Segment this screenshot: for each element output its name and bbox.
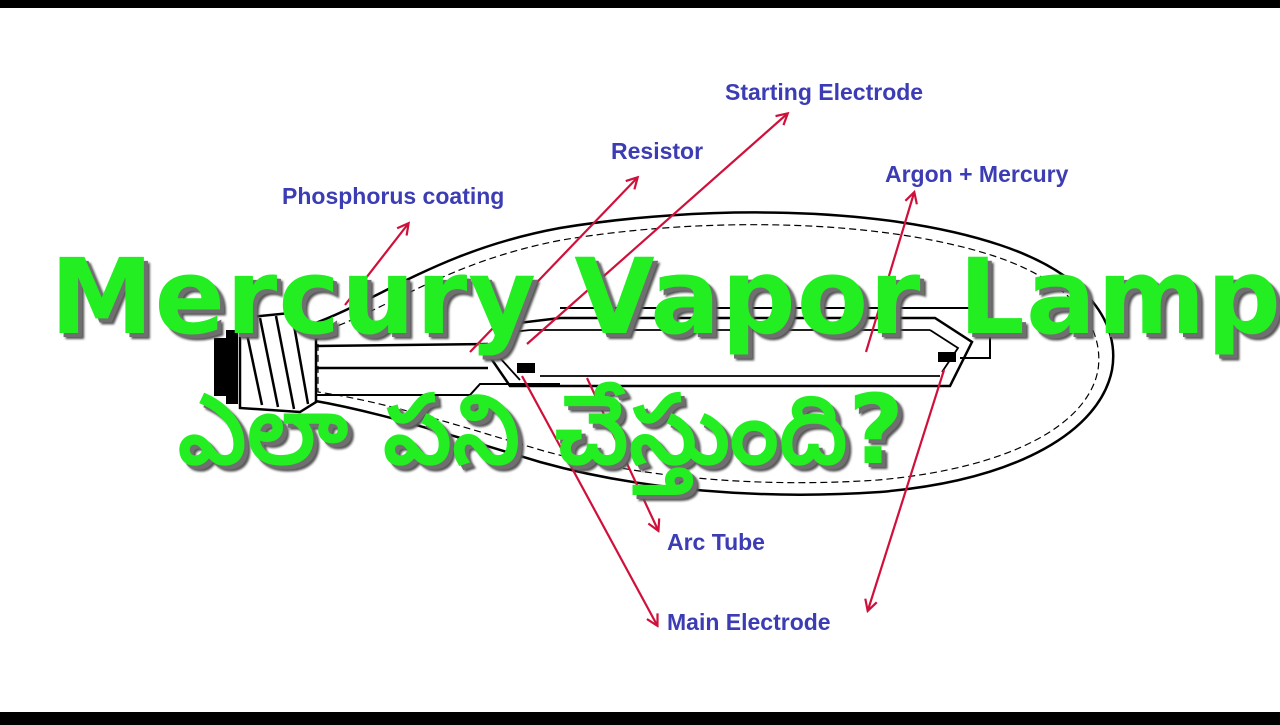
main-electrode-left: [517, 363, 535, 373]
annotation-arrows: [344, 114, 946, 625]
arrow-argon-mercury: [864, 193, 914, 353]
arrow-resistor: [469, 178, 637, 353]
lamp-stem: [315, 342, 489, 370]
title-english: Mercury Vapor Lamp: [50, 236, 1280, 358]
arrow-starting-electrode: [526, 114, 787, 345]
screw-threads: [242, 313, 310, 410]
title-telugu: ఎలా పని చేస్తుంది?: [178, 374, 905, 486]
main-electrode-right: [938, 352, 956, 362]
label-resistor: Resistor: [611, 138, 704, 164]
support-wire: [316, 307, 991, 396]
arrow-arc-tube: [586, 377, 658, 530]
arrow-main-electrode-right: [868, 369, 946, 610]
label-phosphorus-coating: Phosphorus coating: [282, 183, 505, 209]
label-arc-tube: Arc Tube: [667, 529, 765, 555]
arrow-phosphorus-coating: [344, 224, 408, 306]
label-argon-mercury: Argon + Mercury: [885, 161, 1069, 187]
arrow-main-electrode-left: [521, 375, 657, 625]
outer-bulb: [308, 211, 1115, 496]
label-main-electrode: Main Electrode: [667, 609, 831, 635]
arc-tube-inner: [497, 329, 960, 381]
label-starting-electrode: Starting Electrode: [725, 79, 924, 105]
lamp-base-contact-inner: [226, 330, 238, 404]
